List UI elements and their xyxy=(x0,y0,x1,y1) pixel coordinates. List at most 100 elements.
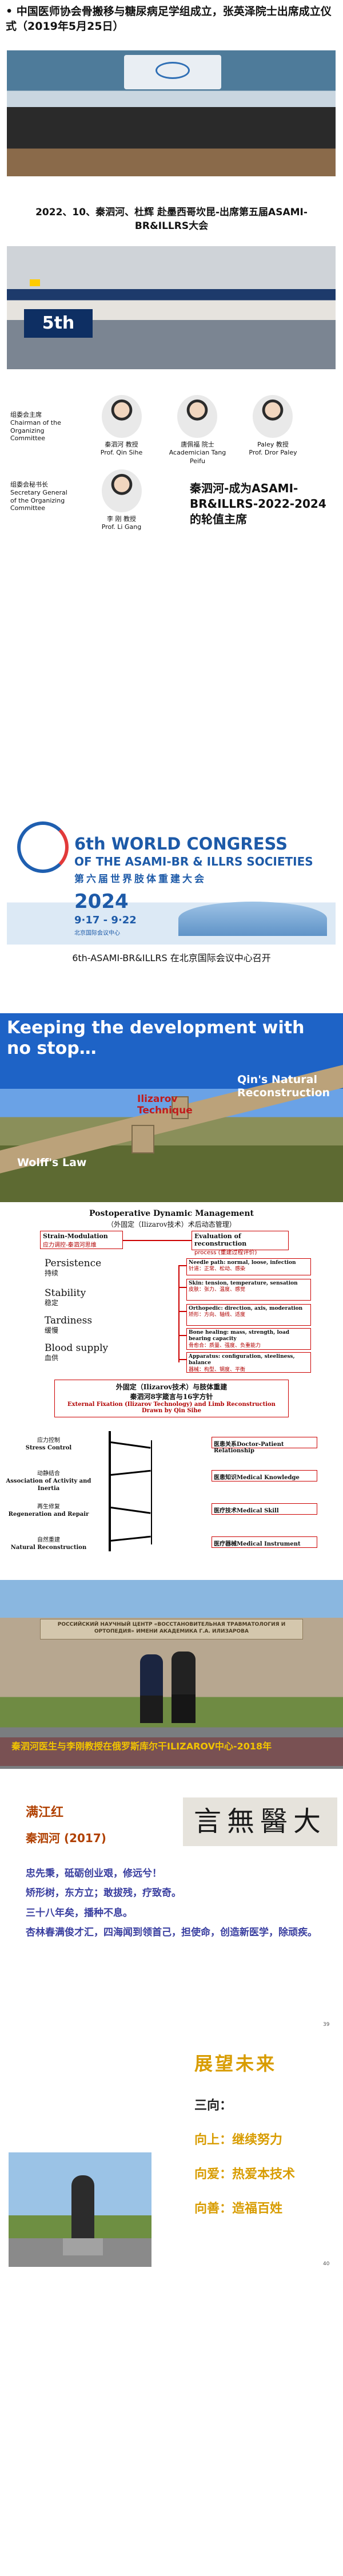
pillar-regen-en: Regeneration and Repair xyxy=(8,1511,89,1518)
statue-photo xyxy=(9,2152,151,2267)
eval-skin-en: Skin: tension, temperature, sensation xyxy=(189,1281,298,1286)
poem-line-3: 三十八年矣，播种不息。 xyxy=(26,1907,133,1919)
congress-stage-photo: 5th xyxy=(7,246,336,369)
term-stability-en: Stability xyxy=(45,1287,86,1299)
slide-great-wall: Keeping the development with no stop… Qi… xyxy=(0,1013,343,1202)
term-stability-cn: 稳定 xyxy=(45,1298,59,1307)
slide2-title: 2022、10、秦泗河、杜辉 赴墨西哥坎昆-出席第五届ASAMI-BR&ILLR… xyxy=(35,207,308,232)
portrait-dror-paley xyxy=(253,395,293,438)
tree-trunk xyxy=(109,1431,111,1551)
eval-needle-cn: 针道：正常、松动、感染 xyxy=(189,1266,246,1273)
label-wolff: Wolff's Law xyxy=(17,1156,87,1169)
outcome-skill: 医疗技术Medical Skill xyxy=(212,1503,317,1515)
label-ilizarov: Ilizarov Technique xyxy=(137,1093,193,1117)
portrait-qin-sihe xyxy=(102,395,142,438)
eval-skin-cn: 皮肤：张力、温度、感觉 xyxy=(189,1287,246,1293)
great-wall-title: Keeping the development with no stop… xyxy=(7,1018,305,1058)
term-persistence-en: Persistence xyxy=(45,1258,102,1269)
outcome-knowledge: 医患知识Medical Knowledge xyxy=(212,1470,317,1481)
eval-en: Evaluation of reconstruction xyxy=(194,1232,247,1247)
pillar-natural: 自然重建 Natural Reconstruction xyxy=(6,1536,91,1551)
caption-li-gang-cn: 李 刚 教授 xyxy=(107,515,136,523)
pillar-activity-cn: 动静结合 xyxy=(37,1471,60,1477)
label-secretary-en: Secretary General of the Organizing Comm… xyxy=(10,488,67,512)
great-wall-photo xyxy=(0,1013,343,1202)
term-persistence-cn: 持续 xyxy=(45,1269,59,1277)
dm-title: Postoperative Dynamic Management xyxy=(89,1209,254,1218)
portrait-tang-peifu xyxy=(177,395,217,438)
pillar-activity-en: Association of Activity and Inertia xyxy=(6,1478,91,1492)
dm-subtitle: （外固定（Ilizarov技术）术后动态管理） xyxy=(107,1220,236,1228)
strain-modulation-box: Strain-Modulation 应力调控-秦泗河思维 xyxy=(40,1231,123,1249)
slide-organizing-committee: 组委会主席 Chairman of the Organizing Committ… xyxy=(0,378,343,567)
bullet: • xyxy=(6,5,13,18)
congress-caption: 6th-ASAMI-BR&ILLRS 在北京国际会议中心召开 xyxy=(72,953,271,963)
tree-title-box: 外固定（Ilizarov技术）与肢体重建 秦泗河8字箴言与16字方针 Exter… xyxy=(54,1380,289,1417)
kurgan-caption: 秦泗河医生与李刚教授在俄罗斯库尔干ILIZAROV中心-2018年 xyxy=(11,1741,272,1752)
poster-line3: 第六届世界肢体重建大会 xyxy=(74,874,206,885)
term-blood-cn: 血供 xyxy=(45,1353,59,1362)
caption-dror-paley: Paley 教授 Prof. Dror Paley xyxy=(240,441,306,457)
tree-title4: Drawn by Qin Sihe xyxy=(142,1408,201,1414)
connector-line xyxy=(123,1240,192,1241)
term-stability: Stability 稳定 xyxy=(45,1287,86,1307)
eval-needle-en: Needle path: normal, loose, infection xyxy=(189,1260,296,1266)
caption-qin-sihe-en: Prof. Qin Sihe xyxy=(100,449,143,457)
slide-6th-congress: 6th WORLD CONGRESS OF THE ASAMI-BR & ILL… xyxy=(0,801,343,973)
caption-li-gang: 李 刚 教授 Prof. Li Gang xyxy=(89,515,154,532)
poster-line2: OF THE ASAMI-BR & ILLRS SOCIETIES xyxy=(74,855,313,868)
eval-cn: process (重建过程评价) xyxy=(194,1250,257,1256)
calligraphy-scroll: 大醫無言 xyxy=(183,1797,337,1846)
page-number-40: 40 xyxy=(323,2261,330,2267)
pillar-regeneration: 再生修复 Regeneration and Repair xyxy=(6,1503,91,1518)
pillar-natural-en: Natural Reconstruction xyxy=(10,1544,87,1551)
caption-tang-peifu: 唐佩福 院士 Academician Tang Peifu xyxy=(165,441,230,465)
tree-branch-4 xyxy=(110,1535,151,1542)
eval-orthopedic: Orthopedic: direction, axis, moderation … xyxy=(186,1304,311,1326)
slide-ilizarov-tree: 外固定（Ilizarov技术）与肢体重建 秦泗河8字箴言与16字方针 Exter… xyxy=(0,1374,343,1563)
label-qin-natural: Qin's Natural Reconstruction xyxy=(237,1073,330,1099)
poem-line-2: 矫形树，东方立；敢拔残，疗致奇。 xyxy=(26,1887,181,1899)
bracket-h5 xyxy=(178,1359,186,1360)
pillar-regen-cn: 再生修复 xyxy=(37,1504,60,1510)
outlook-subtitle: 三向： xyxy=(194,2099,233,2113)
eval-needle-path: Needle path: normal, loose, infection 针道… xyxy=(186,1258,311,1275)
eval-bone-cn: 骨愈合：质量、强度、负重能力 xyxy=(189,1342,261,1349)
term-tardiness-cn: 缓慢 xyxy=(45,1326,59,1334)
congress-banner-logo: 5th xyxy=(24,309,93,338)
caption-tang-peifu-cn: 唐佩福 院士 xyxy=(181,441,214,448)
caption-li-gang-en: Prof. Li Gang xyxy=(101,523,142,531)
eval-bone-en: Bone healing: mass, strength, load beari… xyxy=(189,1330,290,1342)
term-blood-supply: Blood supply 血供 xyxy=(45,1342,108,1362)
building-sign: РОССИЙСКИЙ НАУЧНЫЙ ЦЕНТР «ВОССТАНОВИТЕЛЬ… xyxy=(40,1619,303,1639)
tree-connector xyxy=(151,1440,152,1544)
bracket-h3 xyxy=(178,1311,186,1312)
caption-qin-sihe-cn: 秦泗河 教授 xyxy=(105,441,138,448)
poem-line-1: 忠先秉，砥砺创业艰，修远兮！ xyxy=(26,1868,162,1879)
outcome-doctor-patient: 医患关系Doctor-Patient Relationship xyxy=(212,1437,317,1454)
tree-title1: 外固定（Ilizarov技术）与肢体重建 xyxy=(115,1383,228,1391)
term-tardiness: Tardiness 缓慢 xyxy=(45,1315,92,1334)
bracket-h4 xyxy=(178,1335,186,1336)
bracket-vertical xyxy=(178,1265,180,1362)
eval-ortho-en: Orthopedic: direction, axis, moderation xyxy=(189,1306,303,1311)
ilizarov-center-photo: РОССИЙСКИЙ НАУЧНЫЙ ЦЕНТР «ВОССТАНОВИТЕЛЬ… xyxy=(0,1580,343,1769)
group-photo xyxy=(7,50,336,176)
poem-title: 满江红 xyxy=(26,1805,64,1820)
strain-cn: 应力调控-秦泗河思维 xyxy=(43,1242,97,1249)
bracket-h1 xyxy=(178,1265,186,1266)
slide-poem: 满江红 秦泗河 (2017) 大醫無言 忠先秉，砥砺创业艰，修远兮！ 矫形树，东… xyxy=(0,1797,343,2032)
slide-outlook: 展望未来 三向： 向上：继续努力 向爱：热爱本技术 向善：造福百姓 40 xyxy=(0,2038,343,2273)
bracket-h2 xyxy=(178,1287,186,1288)
eval-ortho-cn: 矫形：方向、轴线、适度 xyxy=(189,1312,246,1318)
label-secretary: 组委会秘书长 Secretary General of the Organizi… xyxy=(10,481,73,512)
eval-apparatus: Apparatus: configuration, steeliness, ba… xyxy=(186,1352,311,1373)
tree-title2: 秦泗河8字箴言与16字方针 xyxy=(130,1393,213,1401)
poem-author: 秦泗河 (2017) xyxy=(26,1831,106,1845)
pillar-stress-en: Stress Control xyxy=(25,1445,72,1451)
tree-branch-1 xyxy=(110,1441,151,1449)
portrait-li-gang xyxy=(102,469,142,512)
poster-dates: 9·17 - 9·22 xyxy=(74,914,137,926)
outlook-item-2: 向爱：热爱本技术 xyxy=(194,2167,296,2182)
rotating-chair-announcement: 秦泗河-成为ASAMI-BR&ILLRS-2022-2024的轮值主席 xyxy=(190,481,326,526)
